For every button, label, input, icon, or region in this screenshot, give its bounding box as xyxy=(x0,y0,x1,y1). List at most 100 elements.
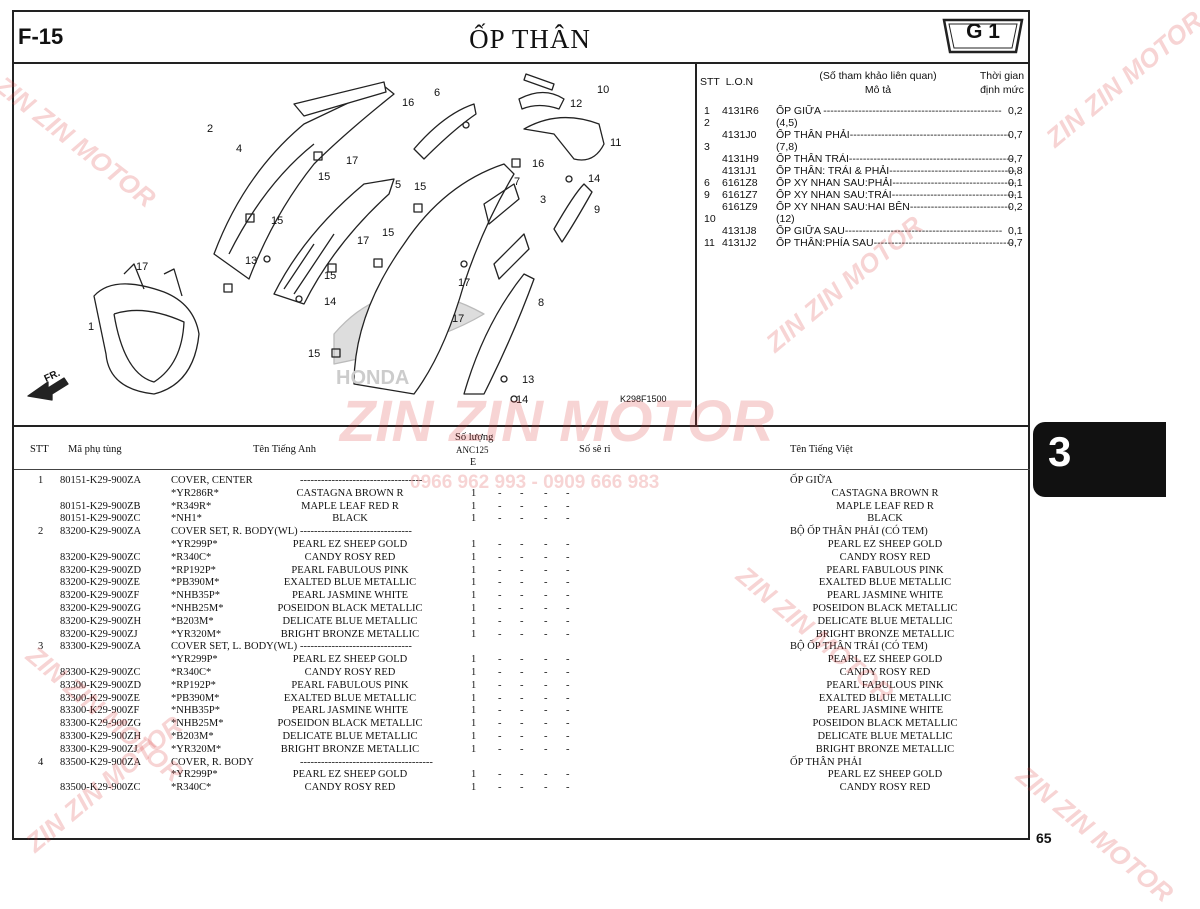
cell-name-vi: BRIGHT BRONZE METALLIC xyxy=(815,743,955,755)
cell-code: *YR299P* xyxy=(171,654,218,666)
callout-15e: 15 xyxy=(324,270,336,282)
cell-name-vi: PEARL EZ SHEEP GOLD xyxy=(827,654,943,666)
cell-qty: 1 xyxy=(471,654,477,666)
table-row: 83300-K29-900ZJ*YR320M*BRIGHT BRONZE MET… xyxy=(0,743,1030,756)
ref-row: 3(7,8) xyxy=(700,141,1030,153)
cell-dash: - xyxy=(544,705,548,717)
cell-part-number: 83200-K29-900ZE xyxy=(60,577,140,589)
ref-time-top: Thời gian xyxy=(979,70,1025,82)
callout-9: 9 xyxy=(594,204,600,216)
ref-desc: ỐP XY NHAN SAU:PHẢI---------------------… xyxy=(776,177,1016,189)
cell-code: *B203M* xyxy=(171,615,214,627)
image-code: K298F1500 xyxy=(620,394,667,404)
cell-qty: 1 xyxy=(471,718,477,730)
callout-11: 11 xyxy=(610,137,621,149)
cell-name-vi: DELICATE BLUE METALLIC xyxy=(817,615,953,627)
cell-name-en: PEARL JASMINE WHITE xyxy=(291,590,409,602)
ref-desc: (4,5) xyxy=(776,117,798,129)
cell-name-en: DELICATE BLUE METALLIC xyxy=(282,615,418,627)
cell-dash: - xyxy=(566,615,570,627)
cell-part-number: 80151-K29-900ZB xyxy=(60,500,141,512)
cell-name-vi: EXALTED BLUE METALLIC xyxy=(818,692,952,704)
cell-dash: - xyxy=(566,487,570,499)
cell-code: *NHB25M* xyxy=(171,603,224,614)
col-serial: Số sê ri xyxy=(579,444,611,455)
table-row: 83200-K29-900ZJ*YR320M*BRIGHT BRONZE MET… xyxy=(0,628,1030,641)
cell-qty: 1 xyxy=(471,513,477,525)
cell-qty: 1 xyxy=(471,679,477,691)
cell-name-en: POSEIDON BLACK METALLIC xyxy=(277,603,423,614)
table-divider xyxy=(12,425,1030,427)
cell-part-number: 83200-K29-900ZC xyxy=(60,551,141,563)
callout-15d: 15 xyxy=(382,227,394,239)
cell-name-vi: EXALTED BLUE METALLIC xyxy=(818,577,952,589)
callout-5: 5 xyxy=(395,179,401,191)
cell-dash: - xyxy=(520,692,524,704)
table-row: 83300-K29-900ZF*NHB35P*PEARL JASMINE WHI… xyxy=(0,704,1030,717)
cell-name-vi: BLACK xyxy=(867,513,903,525)
ref-code: 6161Z9 xyxy=(722,201,758,213)
table-row: 83200-K29-900ZD*RP192P*PEARL FABULOUS PI… xyxy=(0,564,1030,577)
cell-dash: - xyxy=(566,692,570,704)
cell-dash: - xyxy=(498,615,502,627)
cell-dash: - xyxy=(544,615,548,627)
ref-desc: ỐP XY NHAN SAU:HAI BÊN------------------… xyxy=(776,201,1012,213)
callout-16: 16 xyxy=(402,97,414,109)
cell-dash: - xyxy=(566,603,570,614)
cell-name-en: ----------------------------------- xyxy=(300,475,423,486)
cell-code: COVER, CENTER xyxy=(171,475,253,486)
cell-dash: - xyxy=(566,731,570,742)
cell-qty: 1 xyxy=(471,487,477,499)
callout-3: 3 xyxy=(540,194,546,206)
cell-name-vi: CANDY ROSY RED xyxy=(839,782,931,794)
section-tab[interactable] xyxy=(1033,422,1166,497)
cell-qty: 1 xyxy=(471,667,477,678)
cell-dash: - xyxy=(544,603,548,614)
cell-name-en: EXALTED BLUE METALLIC xyxy=(283,692,417,704)
ref-val: 0,2 xyxy=(1008,201,1023,213)
callout-15f: 15 xyxy=(308,348,320,360)
table-row: 83300-K29-900ZD*RP192P*PEARL FABULOUS PI… xyxy=(0,679,1030,692)
cell-dash: - xyxy=(520,654,524,666)
cell-name-vi: PEARL FABULOUS PINK xyxy=(826,679,944,691)
cell-qty: 1 xyxy=(471,500,477,512)
ref-val: 0,7 xyxy=(1008,237,1023,249)
cell-part-number: 83200-K29-900ZA xyxy=(60,526,142,538)
cell-code: *RP192P* xyxy=(171,679,216,691)
cell-name-vi: ỐP GIỮA xyxy=(790,475,833,486)
cell-dash: - xyxy=(544,551,548,563)
cell-dash: - xyxy=(566,769,570,781)
cell-dash: - xyxy=(544,487,548,499)
cell-name-en: PEARL EZ SHEEP GOLD xyxy=(292,769,408,781)
ref-code: 4131J0 xyxy=(722,129,757,141)
cell-code: *PB390M* xyxy=(171,577,220,589)
cell-dash: - xyxy=(544,782,548,794)
ref-code: 4131R6 xyxy=(722,105,759,117)
cell-dash: - xyxy=(498,603,502,614)
cell-dash: - xyxy=(566,551,570,563)
callout-6: 6 xyxy=(434,87,440,99)
cell-code: *R340C* xyxy=(171,551,212,563)
cell-name-en: PEARL EZ SHEEP GOLD xyxy=(292,654,408,666)
table-row: 83200-K29-900ZH*B203M*DELICATE BLUE META… xyxy=(0,615,1030,628)
cell-name-en: PEARL JASMINE WHITE xyxy=(291,705,409,717)
cell-part-number: 83200-K29-900ZJ xyxy=(60,628,138,640)
cell-name-en: CANDY ROSY RED xyxy=(304,667,396,678)
cell-dash: - xyxy=(544,718,548,730)
cell-dash: - xyxy=(520,539,524,550)
figure-code: F-15 xyxy=(18,24,64,49)
cell-qty: 1 xyxy=(471,551,477,563)
cell-dash: - xyxy=(498,718,502,730)
ref-desc: ỐP THÂN TRÁI----------------------------… xyxy=(776,153,1014,165)
col-stt: STT xyxy=(30,444,49,455)
ref-val: 0,8 xyxy=(1008,165,1023,177)
cell-dash: - xyxy=(544,500,548,512)
